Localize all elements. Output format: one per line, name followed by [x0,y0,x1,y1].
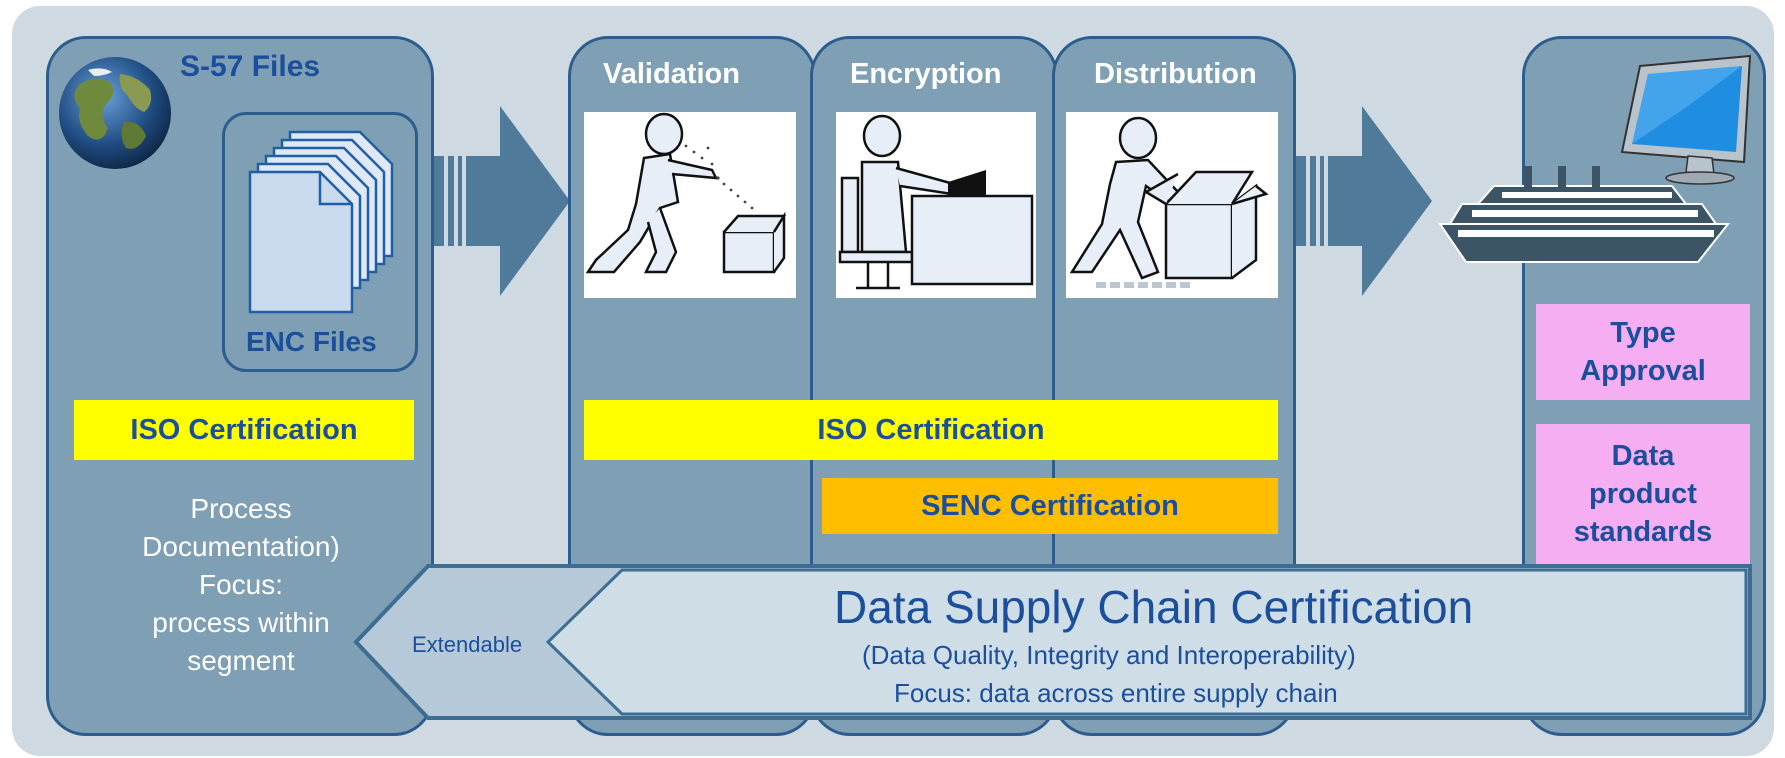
validation-title: Validation [603,58,740,90]
arrow-right-icon [1296,106,1432,296]
chain-certification-title: Data Supply Chain Certification [834,581,1474,633]
encryption-title: Encryption [850,58,1002,90]
computer-monitor-icon [1620,54,1752,185]
arrow-right-icon [434,106,570,296]
cruise-ship-icon [1438,166,1731,263]
extendable-label: Extendable [412,632,523,657]
senc-certification: SENC Certification [822,478,1278,534]
process-line: segment [187,645,295,676]
person-validating-icon [585,112,787,274]
s57-files-title: S-57 Files [180,50,321,83]
process-line: Process [190,493,292,524]
process-line: Documentation) [142,531,340,562]
globe-icon [59,57,171,169]
process-line: Focus: [198,569,284,600]
enc-files-label: ENC Files [246,326,377,357]
data-product-line: Data [1611,440,1675,472]
data-product-line: standards [1573,516,1713,548]
chain-certification-subtitle: (Data Quality, Integrity and Interoperab… [862,640,1356,670]
person-at-desk-icon [838,114,1034,290]
type-approval-box: Type Approval [1536,304,1750,400]
process-line: process within [152,607,330,638]
encryption-image [836,112,1036,298]
stage-iso-certification: ISO Certification [584,400,1278,460]
distribution-title: Distribution [1094,58,1257,90]
chain-certification-focus: Focus: data across entire supply chain [894,678,1338,708]
process-documentation-text: Process Documentation) Focus: process wi… [106,490,376,680]
person-packing-box-icon [1069,116,1269,288]
document-stack-icon [248,130,394,314]
type-approval-line: Type [1610,317,1676,349]
distribution-image [1066,112,1278,298]
validation-image [584,112,796,298]
data-product-standards-box: Data product standards [1536,424,1750,564]
data-product-line: product [1589,478,1697,510]
type-approval-line: Approval [1580,355,1706,387]
source-iso-certification: ISO Certification [74,400,414,460]
